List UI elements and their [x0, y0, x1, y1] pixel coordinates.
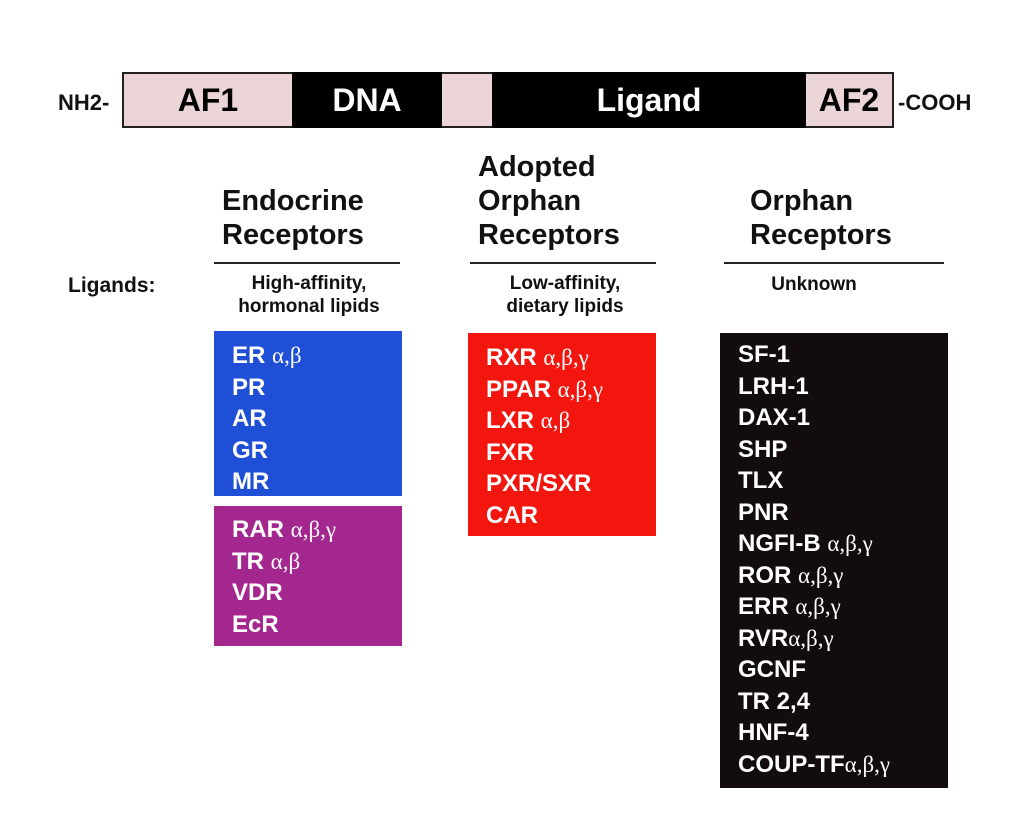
receptor-item: CAR: [486, 501, 538, 529]
adopted-orphan-box: RXR α,β,γ PPAR α,β,γ LXR α,β FXR PXR/SXR…: [468, 333, 656, 536]
af1-domain: AF1: [122, 72, 292, 128]
receptor-item: RVRα,β,γ: [738, 624, 834, 652]
receptor-item: ER α,β: [232, 342, 302, 369]
orphan-ligand-description: Unknown: [771, 274, 857, 295]
receptor-item: TR α,β: [232, 547, 301, 575]
receptor-item: TR 2,4: [738, 687, 811, 715]
receptor-item: PNR: [738, 498, 789, 526]
dna-label: DNA: [332, 81, 402, 118]
endocrine-receptors-title: Endocrine Receptors: [222, 185, 364, 251]
adopted-orphan-receptors-title: Adopted Orphan Receptors: [478, 151, 620, 251]
receptor-item: PPAR α,β,γ: [486, 375, 603, 403]
endocrine-box-nonsteroid: RAR α,β,γ TR α,β VDR EcR: [214, 506, 402, 646]
orphan-divider: [724, 262, 944, 264]
af1-label: AF1: [177, 81, 239, 118]
receptor-item: ROR α,β,γ: [738, 561, 844, 589]
receptor-item: GR: [232, 436, 268, 464]
af2-label: AF2: [818, 81, 880, 118]
receptor-item: LRH-1: [738, 372, 809, 400]
receptor-item: SF-1: [738, 341, 791, 368]
receptor-item: LXR α,β: [486, 407, 571, 434]
receptor-item: GCNF: [738, 656, 806, 683]
receptor-item: COUP-TFα,β,γ: [738, 750, 891, 778]
receptor-item: HNF-4: [738, 719, 809, 746]
c-terminus-label: -COOH: [898, 90, 972, 115]
orphan-box: SF-1 LRH-1 DAX-1 SHP TLX PNR NGFI-B α,β,…: [720, 333, 948, 788]
endocrine-ligand-description: High-affinity, hormonal lipids: [238, 273, 380, 317]
af2-domain: AF2: [806, 72, 894, 128]
receptor-item: RXR α,β,γ: [486, 344, 589, 371]
receptor-item: AR: [232, 405, 267, 432]
receptor-item: ERR α,β,γ: [738, 593, 841, 620]
receptor-item: RAR α,β,γ: [232, 516, 337, 543]
receptor-item: SHP: [738, 435, 788, 463]
adopted-orphan-divider: [470, 262, 656, 264]
ligands-row-label: Ligands:: [68, 274, 156, 297]
adopted-orphan-ligand-description: Low-affinity, dietary lipids: [506, 273, 624, 317]
receptor-item: MR: [232, 468, 270, 495]
endocrine-divider: [214, 262, 400, 264]
endocrine-box-steroid: ER α,β PR AR GR MR: [214, 331, 402, 496]
receptor-item: VDR: [232, 579, 283, 606]
hinge-region: [442, 72, 492, 128]
receptor-item: NGFI-B α,β,γ: [738, 530, 873, 557]
ligand-binding-domain: Ligand: [492, 72, 806, 128]
orphan-receptors-title: Orphan Receptors: [750, 185, 892, 251]
receptor-item: EcR: [232, 610, 279, 638]
receptor-item: TLX: [738, 467, 784, 494]
dna-binding-domain: DNA: [292, 72, 442, 128]
receptor-item: PR: [232, 373, 266, 401]
ligand-label: Ligand: [596, 81, 702, 118]
receptor-item: PXR/SXR: [486, 470, 592, 497]
receptor-item: FXR: [486, 438, 534, 466]
receptor-item: DAX-1: [738, 404, 811, 431]
n-terminus-label: NH2-: [58, 90, 110, 115]
